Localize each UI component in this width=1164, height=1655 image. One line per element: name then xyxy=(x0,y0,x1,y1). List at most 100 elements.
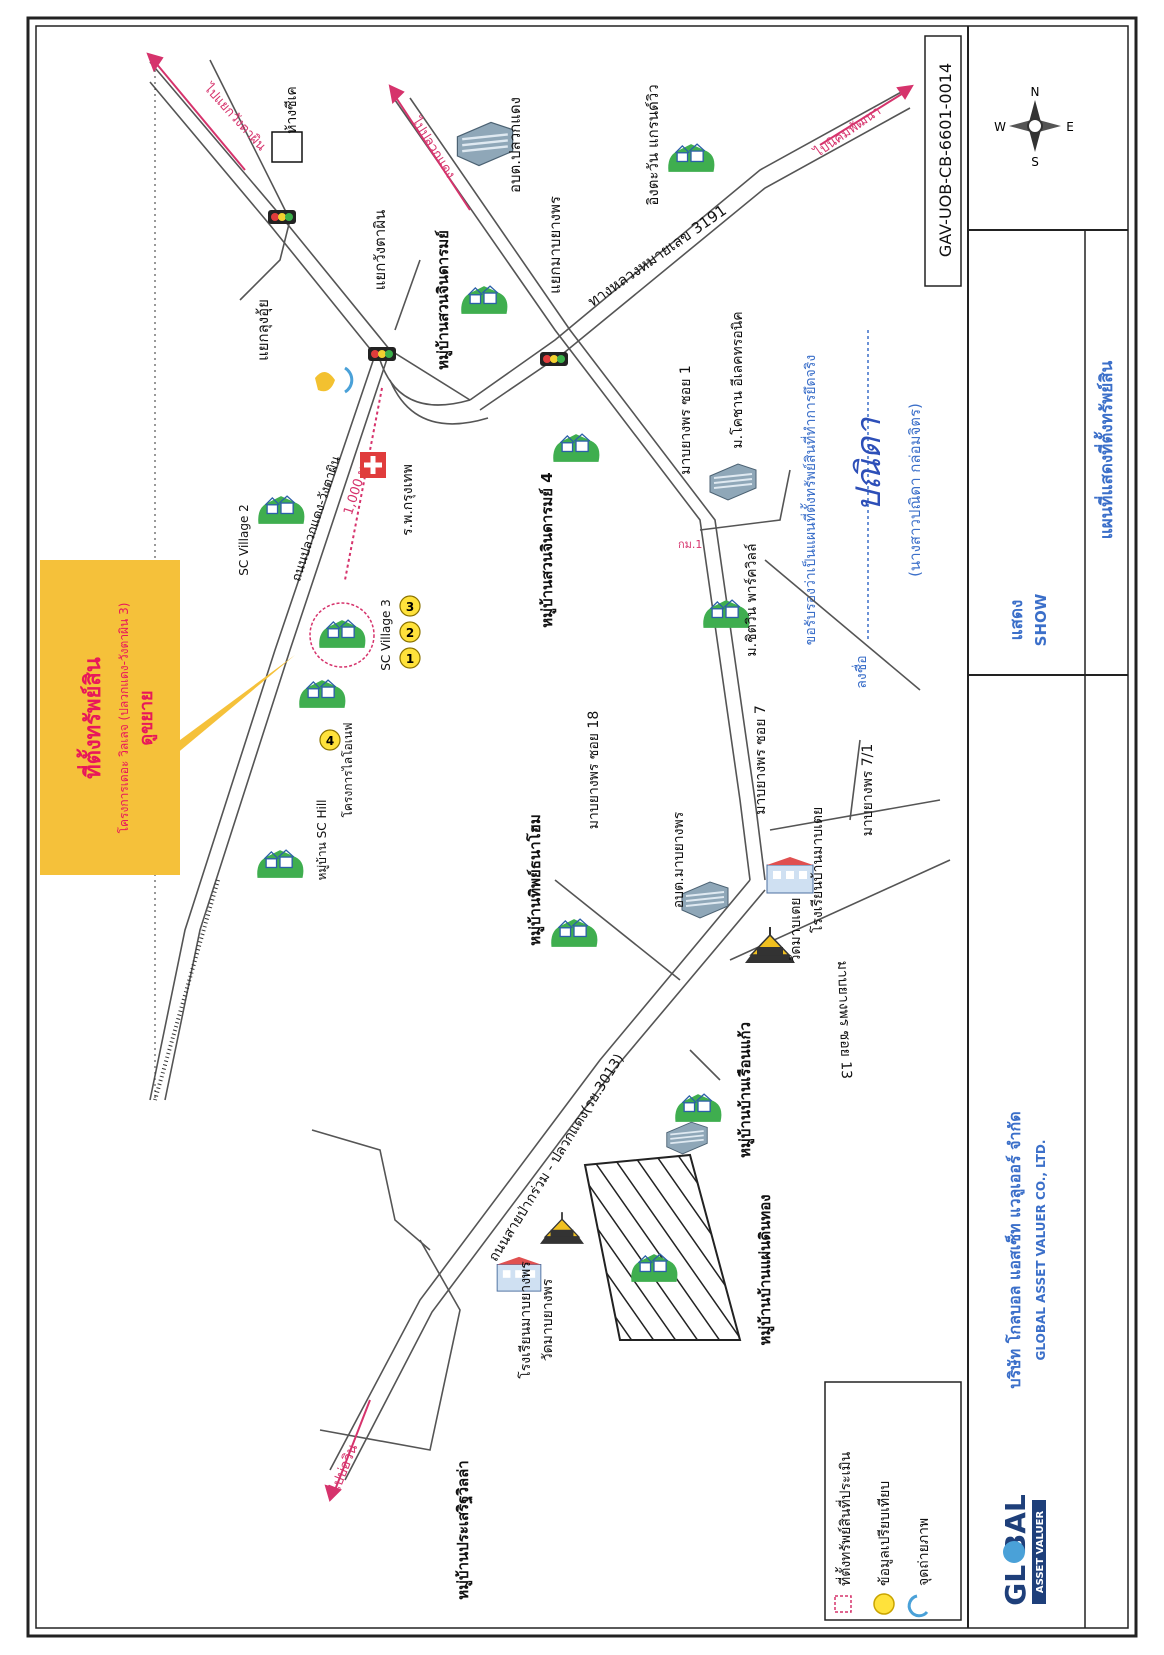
arrow-upper-left-icon xyxy=(146,52,164,73)
compass-e: E xyxy=(1066,120,1074,134)
show-label-en: SHOW xyxy=(1032,593,1050,646)
road-wang-ta-phin-spur xyxy=(394,259,421,331)
compass-s: S xyxy=(1031,155,1039,169)
label-project-4: โครงการไลโอเนฟ xyxy=(341,722,355,817)
road-lung-ui xyxy=(209,59,291,301)
place-labels: ห้างซีเค อบต.ปลวกแดง อิงตะวัน แกรนด์วิว … xyxy=(237,84,876,1599)
road-upper-left xyxy=(149,61,471,401)
mall-ck-icon xyxy=(271,131,303,163)
junction-lung-ui: แยกลุงอุ้ย xyxy=(254,299,273,361)
legend-comparable-label: ข้อมูลเปรียบเทียบ xyxy=(877,1481,893,1586)
arrow-bor-win-icon xyxy=(324,1484,342,1502)
certify-text: ขอรับรองว่าเป็นแผนที่ตั้งทรัพย์สินที่ทำก… xyxy=(800,355,819,645)
road-saipakruam xyxy=(329,879,766,1481)
pan-din-thong-parcel xyxy=(583,1153,742,1341)
label-sc-village-2: SC Village 2 xyxy=(237,504,251,576)
title-strip xyxy=(967,26,1128,1628)
signer-name: (นางสาวปณิดา กล่อมจิตร) xyxy=(906,403,924,577)
label-hospital: ร.พ.กรุงเทพ xyxy=(400,464,416,536)
callout-title: ที่ตั้งทรัพย์สิน xyxy=(76,657,106,779)
road-chitwin xyxy=(764,559,921,691)
legend-property-label: ที่ตั้งทรัพย์สินที่ประเมิน xyxy=(835,1451,854,1586)
compass-w: W xyxy=(994,120,1006,134)
highway-3191 xyxy=(469,89,911,411)
logo-tagline: ASSET VALUER xyxy=(1035,1511,1046,1594)
label-ban-suan-5: หมู่บ้านสวนจินดารมย์ xyxy=(434,230,453,370)
callout-subtitle: โครงการเดอะ วิลเลจ (ปลวกแดง-วังตาผิน 3) xyxy=(117,603,131,834)
label-soi13: มาบยางพร ซอย 13 xyxy=(834,960,854,1079)
company-logo: GL BAL ASSET VALUER xyxy=(992,1490,1050,1608)
label-soi18: มาบยางพร ซอย 18 xyxy=(586,711,602,829)
company-name-th: บริษัท โกลบอล แอสเซ็ท แวลูเออร์ จำกัด xyxy=(1003,1111,1026,1388)
monument-icon xyxy=(315,371,335,392)
traffic-light-map-yang-phon xyxy=(540,352,568,366)
label-wat-mabtoei: วัดมาบเตย xyxy=(788,897,804,962)
label-kor-mor: กม.1 xyxy=(678,538,702,551)
marker-2: 2 xyxy=(406,626,414,640)
label-aling-grand: อิงตะวัน แกรนด์วิว xyxy=(644,84,662,205)
legend-photo-label: จุดถ่ายภาพ xyxy=(916,1518,932,1586)
legend: ที่ตั้งทรัพย์สินที่ประเมิน ข้อมูลเปรียบเ… xyxy=(824,1381,962,1621)
globe-icon xyxy=(1003,1541,1025,1563)
marker-4: 4 xyxy=(326,734,334,748)
label-sc-village-3: SC Village 3 xyxy=(379,599,393,671)
road-map-yang-phon xyxy=(394,97,766,881)
label-wat-mabyang: วัดมาบยางพร xyxy=(540,1278,556,1361)
railway xyxy=(153,70,220,1101)
label-soi7: มาบยางพร ซอย 7 xyxy=(753,705,769,815)
label-soi1: มาบยางพร ซอย 1 xyxy=(678,365,694,475)
road-west-spur xyxy=(311,1129,431,1251)
document-code: GAV-UOB-CB-6601-0014 xyxy=(936,63,955,257)
subject-property-marker xyxy=(309,602,375,668)
place-icons xyxy=(256,121,814,1292)
roads xyxy=(149,59,951,1481)
label-ban-suan-4: หมู่บ้านสวนจินดารมย์ 4 xyxy=(538,472,557,627)
callout-box xyxy=(40,560,180,875)
arrow-upper-mid-icon xyxy=(388,84,405,105)
road-soi-7-1 xyxy=(849,739,861,821)
traffic-light-lung-ui xyxy=(268,210,296,224)
label-obt-mabyang: อบต.มาบยางพร xyxy=(671,811,687,908)
property-callout: ที่ตั้งทรัพย์สิน โครงการเดอะ วิลเลจ (ปลว… xyxy=(40,560,295,875)
label-obt-pluak-daeng: อบต.ปลวกแดง xyxy=(506,97,524,193)
label-sc-hill: หมู่บ้าน SC Hill xyxy=(315,799,330,880)
comparable-markers: 1 2 3 4 xyxy=(319,595,421,751)
junction-map-yang-phon: แยกมาบยางพร xyxy=(546,196,564,294)
sign-label: ลงชื่อ xyxy=(852,655,870,688)
marker-3: 3 xyxy=(406,600,414,614)
camera-view-icon xyxy=(907,1594,929,1618)
show-label-th: แสดง xyxy=(1007,600,1027,641)
road-curve-a xyxy=(379,359,471,406)
outer-frame xyxy=(26,16,1138,1638)
arrow-nikhom-icon xyxy=(896,84,914,100)
legend-property-swatch xyxy=(834,1595,852,1613)
label-school-mabyang: โรงเรียนมาบยางพร xyxy=(517,1261,534,1379)
label-ruen-kaew: หมู่บ้านบ้านเรือนแก้ว xyxy=(736,1022,755,1158)
legend-comparable-swatch xyxy=(873,1593,895,1615)
signature: ปณิดา xyxy=(849,417,889,512)
camera-view-icon xyxy=(344,366,354,394)
label-pan-din: หมู่บ้านบ้านแผ่นดินทอง xyxy=(756,1194,775,1345)
company-name-en: GLOBAL ASSET VALUER CO., LTD. xyxy=(1034,1140,1048,1361)
label-prasert: หมู่บ้านประเสริฐวิลล่า xyxy=(454,1460,473,1599)
road-pluak-daeng-wangtaphin xyxy=(149,349,391,1101)
road-soi-1 xyxy=(699,469,791,531)
road-curve-b xyxy=(389,379,489,425)
traffic-light-wang-ta-phin xyxy=(368,347,396,361)
callout-tag: ดูขยาย xyxy=(136,690,158,745)
road-soi-18 xyxy=(554,879,681,981)
junction-wang-ta-phin: แยกวังตาผิน xyxy=(371,210,389,291)
road-soi-7 xyxy=(769,799,941,831)
map-title: แผนที่แสดงที่ตั้งทรัพย์สิน xyxy=(1093,360,1117,539)
inner-frame xyxy=(35,25,1129,1629)
document-code-box xyxy=(924,35,962,287)
direction-arrows xyxy=(146,52,914,1502)
road-prasert xyxy=(319,1239,461,1451)
label-kotchan: ม.โคชาน อีเลคทรอนิค xyxy=(729,311,746,448)
compass-n: N xyxy=(1031,85,1040,99)
label-hang-ck: ห้างซีเค xyxy=(284,86,300,134)
marker-1: 1 xyxy=(406,652,414,666)
label-soi7-1: มาบยางพร 7/1 xyxy=(860,744,876,837)
road-ruen-kaew xyxy=(689,1049,721,1081)
compass-rose: N E S W xyxy=(994,85,1074,169)
